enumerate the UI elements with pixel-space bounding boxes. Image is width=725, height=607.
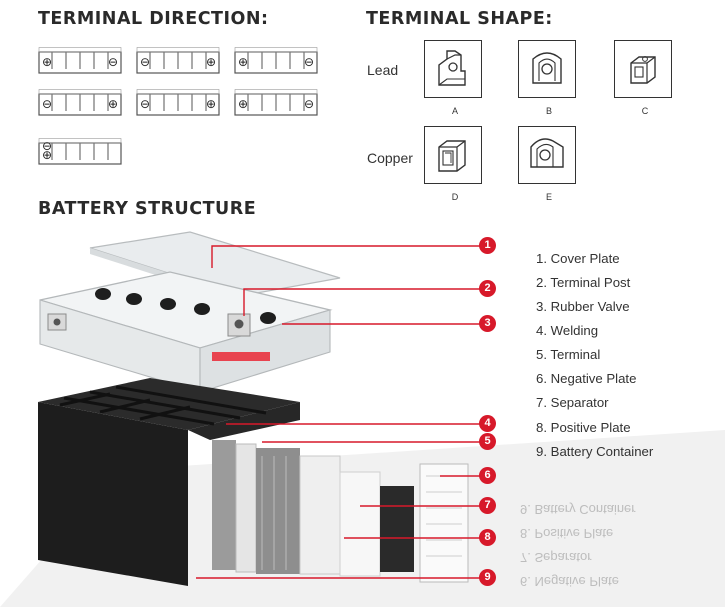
plate-stack-part	[212, 440, 469, 583]
battery-lid-part	[39, 271, 333, 393]
shape-b-letter: B	[545, 106, 552, 116]
legend-reflection-6: 6. Negative Plate	[520, 574, 620, 589]
shape-a-letter: A	[451, 106, 458, 116]
terminal-shape-b	[518, 40, 576, 98]
legend-reflection-9: 9. Battery Container	[520, 502, 636, 517]
legend-item-rubber-valve: 3. Rubber Valve	[536, 299, 630, 314]
terminal-right-sign: ⊕	[107, 97, 118, 111]
battery-exploded-diagram	[0, 231, 725, 607]
terminal-left-sign: ⊕	[42, 55, 53, 69]
battery-structure-heading: BATTERY STRUCTURE	[38, 199, 257, 219]
terminal-left-sign: ⊕	[238, 55, 249, 69]
legend-item-terminal-post: 2. Terminal Post	[536, 275, 631, 290]
terminal-left-sign: ⊖⊕	[42, 139, 53, 162]
terminal-shape-d-icon	[438, 140, 466, 172]
terminal-shape-e-icon	[530, 138, 564, 168]
terminal-shape-e	[518, 126, 576, 184]
callout-2: 2	[479, 280, 496, 297]
callout-4: 4	[479, 415, 496, 432]
terminal-shape-a-icon	[438, 50, 466, 86]
legend-item-terminal: 5. Terminal	[536, 347, 601, 362]
terminal-shape-a	[424, 40, 482, 98]
terminal-direction-diagram: ⊕⊖	[234, 47, 318, 74]
legend-reflection-8: 8. Positive Plate	[520, 526, 614, 541]
terminal-direction-diagram: ⊖⊕	[136, 47, 220, 74]
terminal-direction-diagram: ⊕⊖	[38, 47, 122, 74]
legend-item-welding: 4. Welding	[536, 323, 599, 338]
terminal-right-sign: ⊖	[107, 55, 118, 69]
callout-1: 1	[479, 237, 496, 254]
shape-e-letter: E	[545, 192, 552, 202]
terminal-direction-diagram: ⊖⊕	[136, 89, 220, 116]
legend-item-cover-plate: 1. Cover Plate	[536, 251, 620, 266]
legend-item-battery-container: 9. Battery Container	[536, 444, 654, 459]
terminal-direction-diagram: ⊕⊖	[234, 89, 318, 116]
shape-c-letter: C	[641, 106, 649, 116]
terminal-left-sign: ⊖	[140, 55, 151, 69]
terminal-direction-heading: TERMINAL DIRECTION:	[38, 9, 269, 29]
terminal-shape-d	[424, 126, 482, 184]
callout-7: 7	[479, 497, 496, 514]
callout-9: 9	[479, 569, 496, 586]
legend-item-negative-plate: 6. Negative Plate	[536, 371, 637, 386]
copper-row-label: Copper	[367, 150, 413, 166]
terminal-shape-heading: TERMINAL SHAPE:	[366, 9, 553, 29]
terminal-left-sign: ⊖	[140, 97, 151, 111]
legend-item-positive-plate: 8. Positive Plate	[536, 420, 631, 435]
terminal-shape-c	[614, 40, 672, 98]
legend-reflection-7: 7. Separator	[520, 550, 592, 565]
callout-3: 3	[479, 315, 496, 332]
terminal-left-sign: ⊕	[238, 97, 249, 111]
terminal-right-sign: ⊖	[303, 55, 314, 69]
terminal-direction-diagram: ⊖⊕	[38, 138, 122, 165]
callout-leaders	[196, 245, 480, 579]
battery-container-part	[38, 378, 300, 586]
terminal-right-sign: ⊕	[205, 55, 216, 69]
terminal-direction-diagram: ⊖⊕	[38, 89, 122, 116]
terminal-left-sign: ⊖	[42, 97, 53, 111]
terminal-right-sign: ⊕	[205, 97, 216, 111]
callout-6: 6	[479, 467, 496, 484]
terminal-shape-b-icon	[532, 52, 562, 84]
callout-8: 8	[479, 529, 496, 546]
lead-row-label: Lead	[367, 62, 399, 78]
shape-d-letter: D	[451, 192, 459, 202]
terminal-shape-c-icon	[630, 56, 656, 84]
callout-5: 5	[479, 433, 496, 450]
terminal-right-sign: ⊖	[303, 97, 314, 111]
legend-item-separator: 7. Separator	[536, 395, 609, 410]
